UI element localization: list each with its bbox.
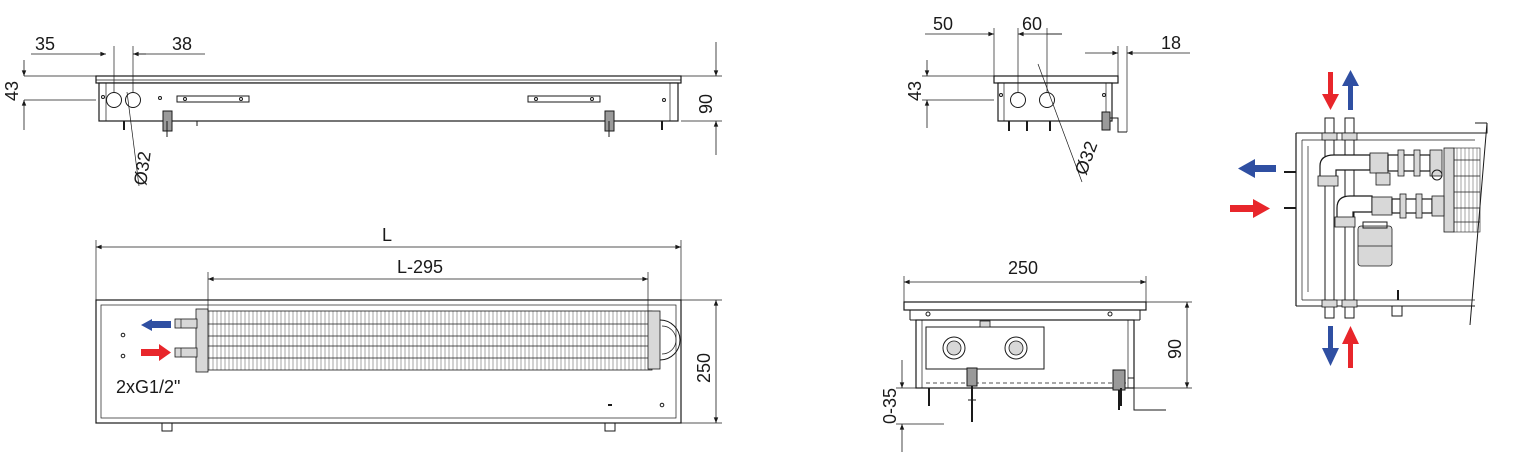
return-down-arrow-icon xyxy=(1322,348,1339,366)
end-pipe-hole-right xyxy=(1039,92,1055,108)
dim-250-top-label: 250 xyxy=(694,353,714,383)
dim-38-label: 38 xyxy=(172,34,192,54)
dim-35-label: 35 xyxy=(35,34,55,54)
dim-60-label: 60 xyxy=(1022,14,1042,34)
side-bracket-right xyxy=(527,95,601,103)
supply-down-arrow-icon xyxy=(1322,94,1339,110)
dim-035-label: 0-35 xyxy=(880,388,900,424)
detail-view xyxy=(1230,70,1488,368)
heat-exchanger xyxy=(202,310,653,371)
side-pipe-hole-left xyxy=(106,92,122,108)
side-pipe-hole-right xyxy=(125,92,141,108)
dim-43-label: 43 xyxy=(2,81,22,101)
dim-50-label: 50 xyxy=(933,14,953,34)
return-up-arrow-icon xyxy=(1342,70,1359,86)
cross-section-view: 250 90 0-35 xyxy=(880,258,1192,452)
return-left-arrow-icon xyxy=(1238,159,1255,178)
side-bracket-left xyxy=(176,95,250,103)
connection-size-label: 2xG1/2" xyxy=(116,377,180,397)
dim-250-section-label: 250 xyxy=(1008,258,1038,278)
dim-d32-end-label: Ø32 xyxy=(1071,139,1101,178)
side-view: 35 38 43 90 Ø32 xyxy=(2,34,722,187)
supply-arrow-icon xyxy=(159,344,171,361)
dim-43-end-label: 43 xyxy=(905,81,925,101)
dim-L-label: L xyxy=(382,225,392,245)
end-pipe-hole-left xyxy=(1010,92,1026,108)
dim-d32-side-label: Ø32 xyxy=(130,150,155,186)
supply-up-arrow-icon xyxy=(1342,326,1359,344)
supply-right-arrow-icon xyxy=(1253,199,1270,218)
end-view: 50 60 18 43 Ø32 xyxy=(905,14,1190,183)
dim-18-label: 18 xyxy=(1161,33,1181,53)
dim-90-label: 90 xyxy=(696,94,716,114)
dim-L295-label: L-295 xyxy=(397,257,443,277)
dim-90-section-label: 90 xyxy=(1165,339,1185,359)
top-view: 2xG1/2" L L-295 250 xyxy=(95,225,722,432)
